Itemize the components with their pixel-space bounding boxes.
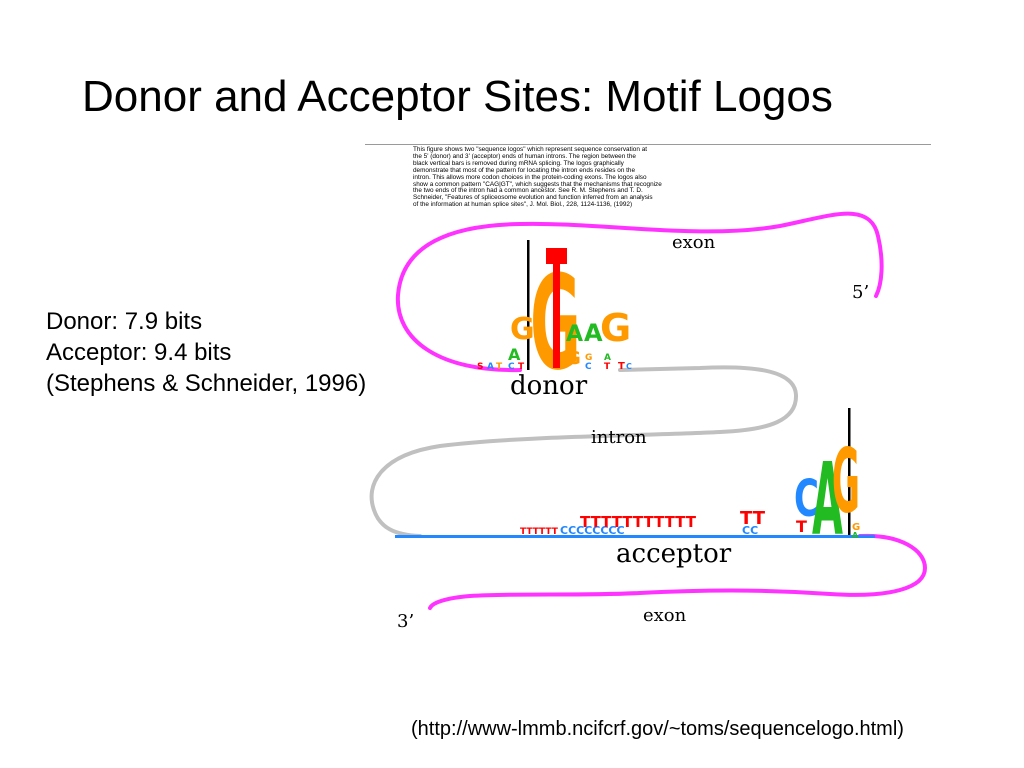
donor-label: donor <box>510 371 588 401</box>
intron-line <box>369 365 799 538</box>
caption-line: of the information at human splice sites… <box>413 201 633 209</box>
caption-line: show a common pattern "CAG|GT", which su… <box>413 180 662 188</box>
logo-letter: G <box>566 348 581 369</box>
logo-letter: A <box>852 531 859 540</box>
source-url: (http://www-lmmb.ncifcrf.gov/~toms/seque… <box>411 718 904 740</box>
donor-boundary-bar <box>527 240 530 370</box>
exon-top-line <box>395 211 884 373</box>
caption-line: intron. This allows more codon choices i… <box>413 173 647 181</box>
caption-line: Schneider, "Features of spliceosome evol… <box>413 194 653 202</box>
logo-letter: TTTTTT <box>520 527 559 537</box>
three-prime-label: 3’ <box>397 611 414 632</box>
donor-bits: Donor: 7.9 bits <box>46 308 203 335</box>
logo-letter: C <box>585 362 592 372</box>
logo-letter: C <box>794 470 819 529</box>
logo-letter: A <box>584 319 603 347</box>
logo-letter: A <box>487 362 494 372</box>
logo-letter: A <box>604 353 611 363</box>
logo-letter: G <box>600 306 631 350</box>
citation: (Stephens & Schneider, 1996) <box>46 370 367 397</box>
logo-letter: G <box>852 522 860 533</box>
logo-letter: CC <box>742 524 758 537</box>
caption-line: black vertical bars is removed during mR… <box>413 159 624 167</box>
acceptor-baseline <box>395 535 875 538</box>
exon-bottom-label: exon <box>643 605 687 626</box>
logo-letter: TT <box>740 508 766 529</box>
logo-t-stem <box>553 262 560 368</box>
logo-letter: T <box>796 517 807 536</box>
logo-letter: CCCCCCCC <box>560 524 625 537</box>
caption-line: the two ends of the intron had a common … <box>413 187 643 195</box>
logo-letter: T <box>496 362 503 372</box>
logo-letter: T <box>604 362 611 372</box>
caption-divider <box>365 144 931 145</box>
logo-letter: G <box>832 430 860 533</box>
exon-top-label: exon <box>672 232 716 253</box>
caption-line: demonstrate that most of the pattern for… <box>413 166 636 174</box>
donor-logo: S A T A C G T G A G A G C G A T T C <box>477 240 632 400</box>
intron-label: intron <box>591 427 647 448</box>
caption-line: the 5' (donor) and 3' (acceptor) ends of… <box>413 152 636 160</box>
logo-letter: C <box>626 362 632 371</box>
acceptor-boundary-bar <box>848 408 851 536</box>
exon-bottom-line <box>428 533 928 610</box>
acceptor-label: acceptor <box>616 539 732 569</box>
logo-letter: A <box>566 322 583 347</box>
logo-letter: G <box>585 353 592 363</box>
logo-letter: G <box>510 312 535 347</box>
acceptor-bits: Acceptor: 9.4 bits <box>46 339 232 366</box>
logo-letter: A <box>508 345 521 364</box>
logo-t-cap <box>546 248 567 264</box>
figure-caption: This figure shows two "sequence logos" w… <box>413 146 743 209</box>
logo-letter: TTTTTTTTTTT <box>580 513 697 531</box>
caption-line: This figure shows two "sequence logos" w… <box>413 146 648 153</box>
slide-title: Donor and Acceptor Sites: Motif Logos <box>82 72 833 121</box>
logo-letter: A <box>812 441 843 558</box>
five-prime-label: 5’ <box>852 282 869 303</box>
logo-letter: T <box>518 362 525 372</box>
logo-letter: T <box>618 361 625 372</box>
logo-letter: S <box>477 362 483 372</box>
acceptor-logo: TTTTTT CCCCCCCC TTTTTTTTTTT TT CC T C A … <box>395 408 875 558</box>
bit-stats: Donor: 7.9 bits Acceptor: 9.4 bits (Step… <box>46 306 366 399</box>
logo-letter: C <box>508 362 515 372</box>
